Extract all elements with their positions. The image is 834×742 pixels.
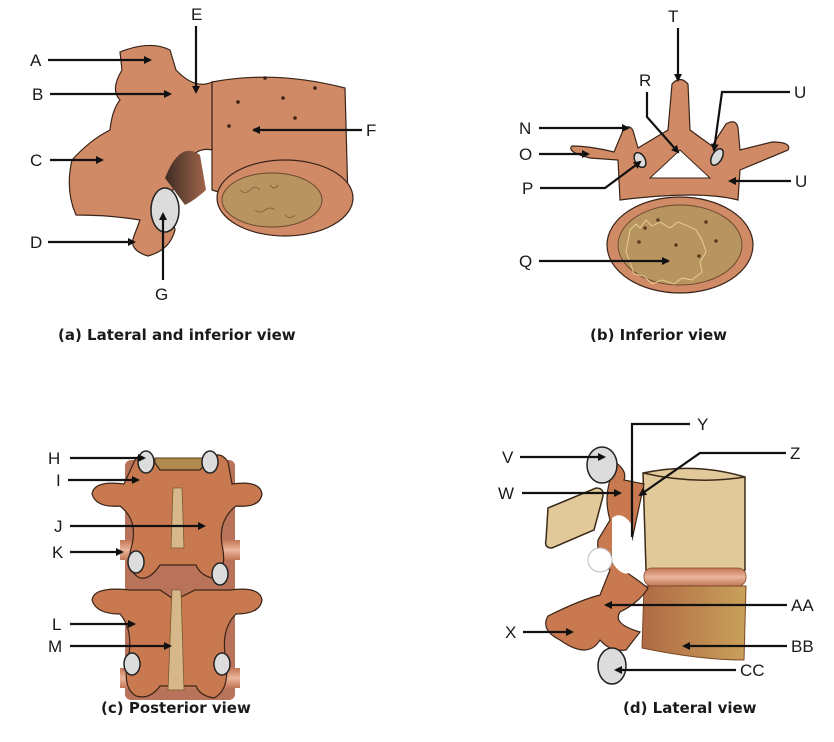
label-a: A <box>30 51 42 70</box>
label-r: R <box>639 71 651 90</box>
label-x: X <box>505 623 516 642</box>
label-w: W <box>498 484 514 503</box>
panel-a-lateral-inferior: A B C D E F G (a) Lateral and inferior v… <box>30 5 376 344</box>
caption-a: (a) Lateral and inferior view <box>58 326 296 344</box>
label-y: Y <box>697 415 708 434</box>
label-t: U <box>794 83 806 102</box>
vertebral-foramen-b <box>648 149 712 179</box>
label-h: H <box>48 449 60 468</box>
caption-b: (b) Inferior view <box>590 326 727 344</box>
label-g: G <box>155 285 168 304</box>
spongy-bone-a <box>221 172 323 228</box>
label-e: E <box>191 5 202 24</box>
label-o: O <box>519 145 532 164</box>
facet-ur <box>201 450 219 474</box>
caption-d: (d) Lateral view <box>623 699 757 717</box>
spinous-process-lower <box>167 589 185 691</box>
inferior-articular-facet-d <box>597 647 627 685</box>
label-v: V <box>502 448 514 467</box>
label-p: P <box>522 179 533 198</box>
facet-ml <box>127 550 145 574</box>
label-j: J <box>54 517 63 536</box>
panel-c-posterior: H I J K L M (c) Posterior view <box>48 449 263 717</box>
inferior-articular-facet-a <box>150 187 180 233</box>
vertebral-arch-b <box>570 78 790 201</box>
facet-ul <box>137 450 155 474</box>
caption-c: (c) Posterior view <box>101 699 251 717</box>
panel-b-inferior: T R U N O P Q U (b) Inferior view <box>519 7 807 344</box>
posterior-arch-a <box>68 44 213 257</box>
label-b: B <box>32 85 43 104</box>
label-c: C <box>30 151 42 170</box>
intervertebral-foramen-d <box>612 515 632 574</box>
spongy-bone-b <box>617 204 743 286</box>
spinous-process-upper <box>170 487 185 549</box>
label-n: N <box>519 119 531 138</box>
label-s: T <box>668 7 678 26</box>
facet-lr <box>213 652 231 676</box>
label-l: L <box>52 615 61 634</box>
facet-mr <box>211 562 229 586</box>
label-f: F <box>366 121 376 140</box>
label-cc: CC <box>740 661 765 680</box>
label-k: K <box>52 543 64 562</box>
inferior-facet-right-b <box>710 148 724 166</box>
label-q: Q <box>519 252 532 271</box>
superior-articular-facet-d <box>586 446 618 484</box>
label-z: Z <box>790 444 800 463</box>
transverse-process-section-d <box>544 487 604 549</box>
label-i: I <box>56 471 61 490</box>
label-aa: AA <box>791 596 814 615</box>
label-bb: BB <box>791 637 814 656</box>
facet-ll <box>123 652 141 676</box>
vertebral-body-lower-d <box>641 585 747 661</box>
panel-d-lateral: V W Y Z AA X BB CC (d) Lateral view <box>498 415 814 717</box>
label-u: U <box>795 172 807 191</box>
label-m: M <box>48 637 62 656</box>
vertebral-foramen-a <box>165 150 206 205</box>
intervertebral-disc-d <box>643 567 747 587</box>
vertebral-body-upper-d <box>642 467 746 577</box>
label-d: D <box>30 233 42 252</box>
